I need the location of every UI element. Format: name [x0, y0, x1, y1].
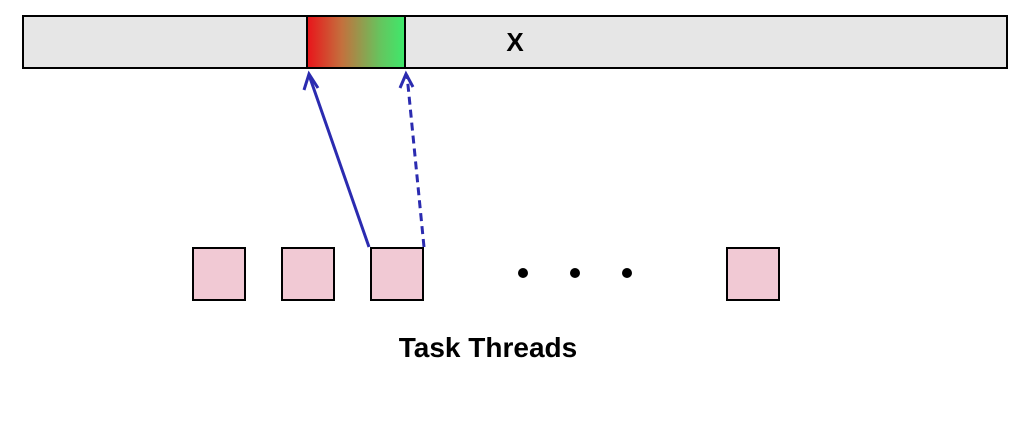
task-thread-box-n [726, 247, 780, 301]
ellipsis-dot-1 [518, 268, 528, 278]
ellipsis-dot-2 [570, 268, 580, 278]
task-threads-caption: Task Threads [398, 332, 578, 363]
ellipsis-dot-3 [622, 268, 632, 278]
array-chunk-gradient [306, 15, 406, 69]
task-thread-box-3 [370, 247, 424, 301]
solid-arrow-head [302, 70, 320, 91]
dashed-arrow-line [405, 74, 426, 248]
task-thread-box-2 [281, 247, 335, 301]
dashed-arrow-head [398, 70, 415, 89]
shared-array-x [22, 15, 1008, 69]
solid-arrow-line [307, 74, 371, 248]
array-label: X [506, 27, 524, 57]
task-thread-box-1 [192, 247, 246, 301]
